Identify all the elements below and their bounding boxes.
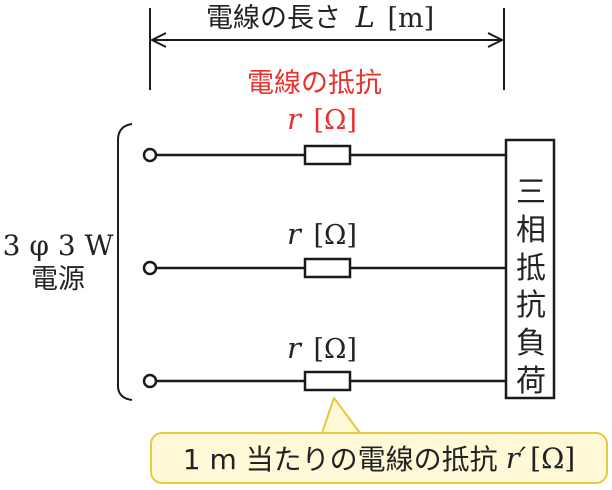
source-label: 3 φ 3 W 電源 — [2, 229, 114, 295]
load-char-2: 相 — [516, 212, 546, 248]
length-unit: [m] — [387, 3, 435, 34]
callout-unit: [Ω] — [530, 441, 576, 475]
terminal-3 — [142, 373, 158, 389]
source-type: 3 φ 3 W — [2, 229, 114, 262]
resistor-3 — [303, 370, 352, 392]
dimension-arrow-left-head — [149, 32, 167, 48]
load-char-3: 抵 — [516, 250, 546, 286]
line-1-resistance-label: r [Ω] — [287, 102, 357, 136]
line-2-resistance-label: r [Ω] — [287, 217, 357, 251]
terminal-2 — [142, 260, 158, 276]
load-char-4: 抗 — [516, 288, 546, 324]
resistance-heading: 電線の抵抗 — [247, 68, 382, 99]
length-prefix: 電線の長さ — [206, 3, 341, 34]
load-label: 三 相 抵 抗 負 荷 — [508, 174, 554, 401]
callout-label: 1 m 当たりの電線の抵抗 r′ [Ω] — [150, 432, 608, 484]
line-3-unit: [Ω] — [313, 334, 357, 365]
line-1-unit: [Ω] — [313, 105, 357, 136]
length-label: 電線の長さ L [m] — [206, 0, 435, 34]
line-3-resistance-label: r [Ω] — [287, 331, 357, 365]
source-name: 電源 — [31, 264, 85, 295]
line-1-symbol: r — [287, 102, 301, 136]
line-3-symbol: r — [287, 331, 301, 365]
load-char-1: 三 — [516, 175, 546, 210]
load-char-5: 負 — [516, 326, 546, 362]
callout-prefix: 1 m 当たりの電線の抵抗 — [182, 443, 498, 476]
line-2-unit: [Ω] — [313, 220, 357, 251]
length-symbol: L — [355, 0, 375, 34]
load-char-6: 荷 — [516, 363, 546, 399]
callout-box — [150, 432, 608, 484]
dimension-arrow-right-head — [487, 32, 505, 48]
source-bracket — [117, 123, 133, 401]
terminal-1 — [142, 147, 158, 163]
line-2-symbol: r — [287, 217, 301, 251]
load-box — [504, 138, 556, 400]
callout-symbol: r′ — [505, 441, 527, 475]
callout-pointer — [321, 397, 361, 434]
resistor-2 — [303, 257, 352, 279]
resistor-1 — [303, 144, 352, 166]
